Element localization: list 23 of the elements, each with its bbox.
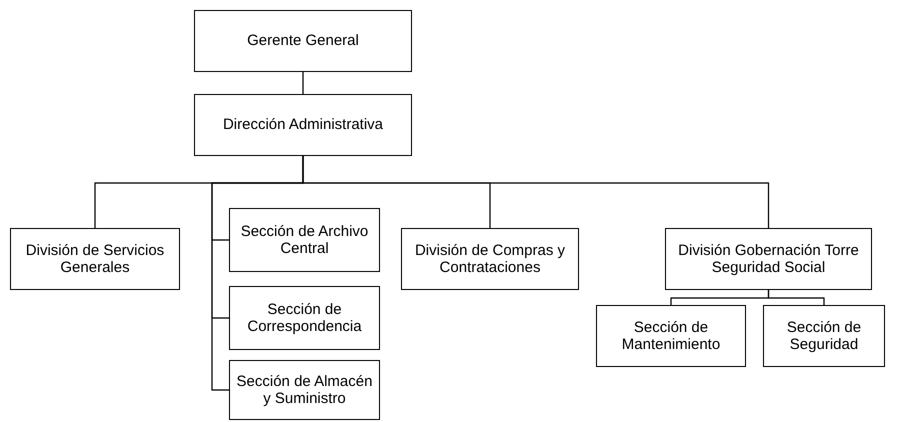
org-box	[763, 305, 885, 367]
org-box	[229, 286, 380, 350]
connector-line	[768, 290, 825, 305]
org-box	[665, 228, 872, 290]
box-label: Sección de Mantenimiento	[620, 318, 722, 354]
org-box	[229, 360, 380, 420]
box-label: Dirección Administrativa	[222, 116, 384, 134]
connector-line	[302, 72, 304, 94]
box-label: Gerente General	[247, 32, 359, 50]
org-box	[194, 10, 412, 72]
connector-line	[302, 156, 770, 228]
org-box	[10, 228, 180, 290]
box-label: Sección de Correspondencia	[246, 300, 363, 336]
box-label: Sección de Almacén y Suministro	[236, 372, 374, 408]
org-box	[596, 305, 746, 367]
org-box	[194, 94, 412, 156]
box-label: División Gobernación Torre Seguridad Social	[677, 242, 860, 276]
box-label: División de Servicios Generales	[24, 242, 166, 276]
box-label: Sección de Seguridad	[786, 318, 862, 354]
org-box	[229, 208, 380, 272]
box-label: División de Compras y Contrataciones	[414, 242, 566, 276]
box-label: Sección de Archivo Central	[240, 222, 370, 258]
org-box	[401, 228, 579, 290]
